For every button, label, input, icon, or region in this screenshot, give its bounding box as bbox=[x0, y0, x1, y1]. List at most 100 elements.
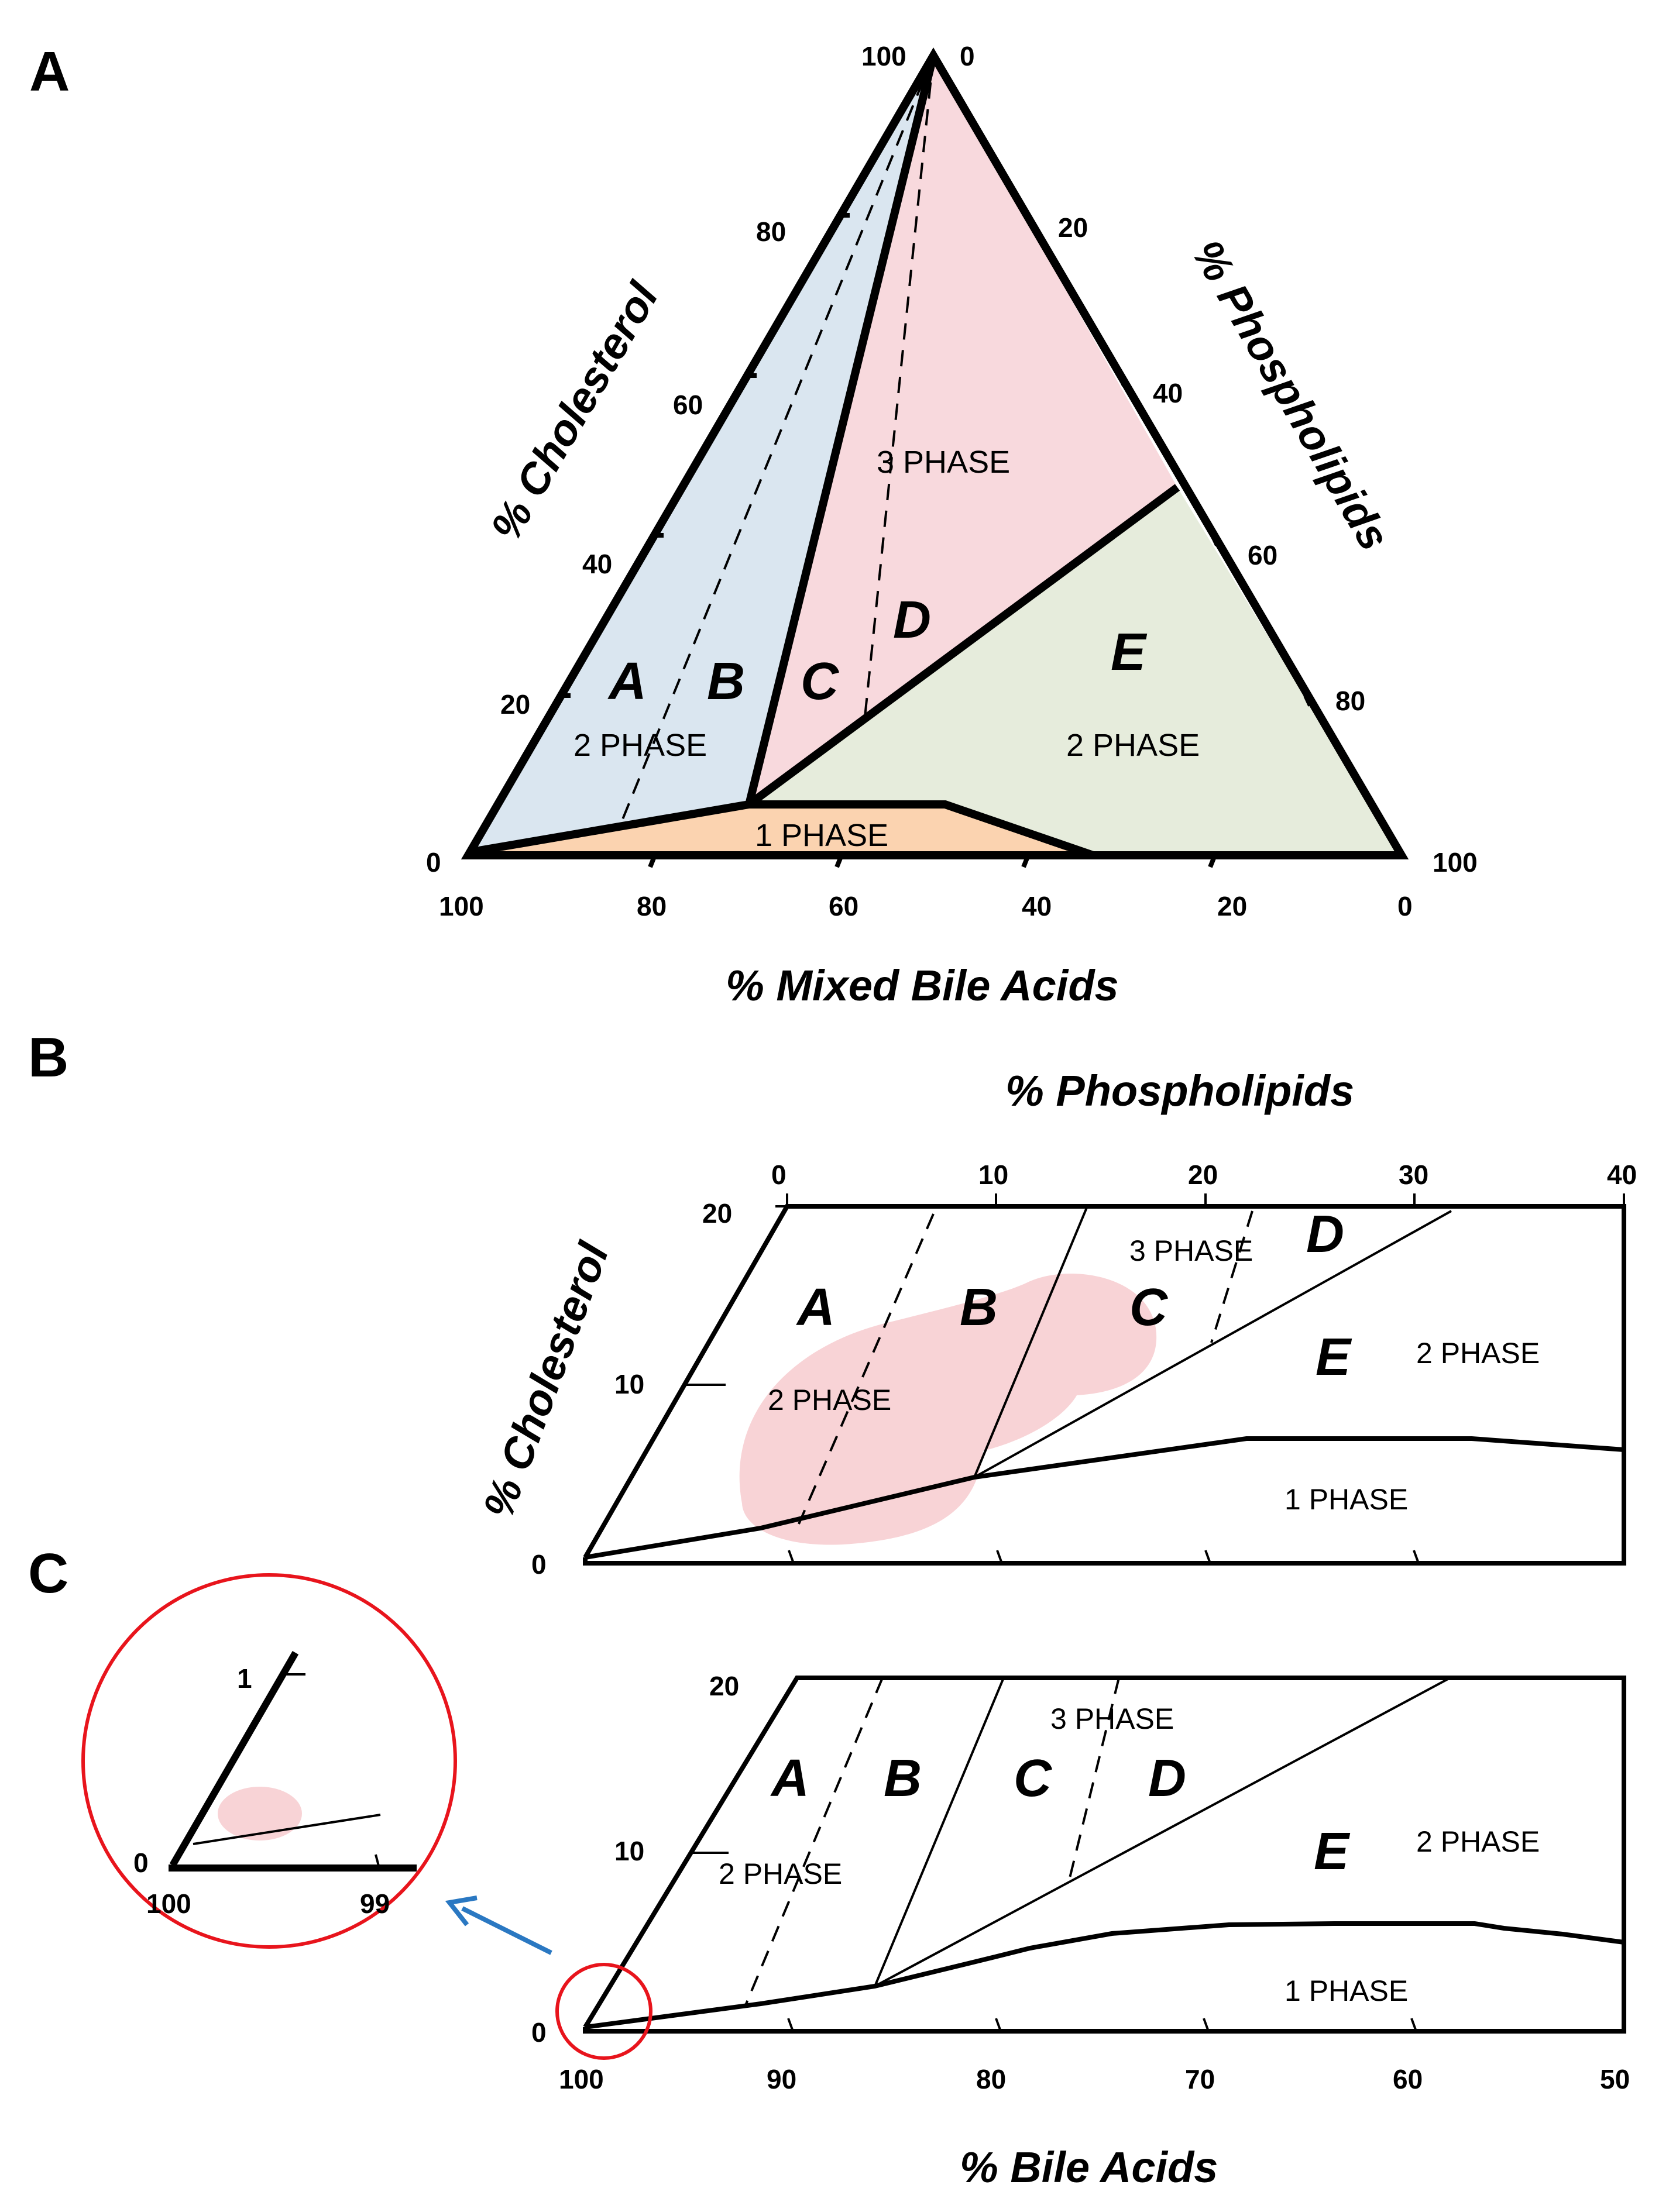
right-tick-label: 40 bbox=[1153, 378, 1183, 408]
top-axis-ticks bbox=[786, 1193, 1625, 1206]
tie-line-c-d bbox=[1210, 1210, 1253, 1343]
panel-b-frame bbox=[583, 1204, 1626, 1566]
region-label-a: A bbox=[770, 1749, 809, 1808]
top-vertex-label-cholesterol: 100 bbox=[861, 41, 906, 71]
inset-left-axis bbox=[169, 1650, 299, 1867]
bottom-tick-label: 80 bbox=[976, 2064, 1006, 2094]
left-tick-label: 80 bbox=[756, 216, 786, 247]
panel-c-frame bbox=[583, 1676, 1626, 2034]
bottom-tick-label: 50 bbox=[1600, 2064, 1630, 2094]
top-tick-label: 30 bbox=[1399, 1160, 1428, 1190]
one-phase-boundary bbox=[585, 1921, 1625, 2029]
left-axis-ticks bbox=[561, 213, 850, 698]
origin-zoom-circle bbox=[555, 1963, 652, 2060]
one-phase-boundary bbox=[474, 800, 1095, 859]
left-axis-title: % Cholesterol bbox=[481, 274, 668, 549]
phase-label-1: 1 PHASE bbox=[1285, 1974, 1408, 2007]
boundary-d-e bbox=[874, 1677, 1451, 1987]
ternary-triangle bbox=[461, 47, 1409, 859]
region-cd-fill bbox=[749, 56, 1177, 804]
bottom-tick-label: 20 bbox=[1217, 891, 1247, 921]
tie-line-a-b bbox=[744, 1677, 884, 2007]
phase-label-3: 3 PHASE bbox=[1050, 1702, 1174, 1735]
inset-tick-99 bbox=[375, 1854, 380, 1869]
right-tick-label: 20 bbox=[1058, 212, 1088, 243]
region-label-e: E bbox=[1111, 623, 1148, 682]
bottom-tick-label: 60 bbox=[1393, 2064, 1423, 2094]
panel-c: C 20 10 0 100 90 80 70 60 50 % Bile Acid… bbox=[28, 1542, 1630, 2192]
panel-c-letter: C bbox=[28, 1542, 68, 1605]
bottom-tick-label: 80 bbox=[637, 891, 667, 921]
region-label-a: A bbox=[796, 1278, 835, 1337]
phase-label-2-right: 2 PHASE bbox=[1416, 1825, 1540, 1858]
region-label-d: D bbox=[1306, 1205, 1344, 1264]
region-label-e: E bbox=[1314, 1822, 1351, 1881]
inset-tick-label-100: 100 bbox=[146, 1888, 191, 1919]
tie-line-a-b bbox=[618, 55, 935, 828]
left-axis-title: % Cholesterol bbox=[473, 1236, 618, 1524]
bottom-tick-label: 40 bbox=[1022, 891, 1052, 921]
top-tick-label: 40 bbox=[1607, 1160, 1637, 1190]
region-label-c: C bbox=[1129, 1278, 1169, 1337]
panel-a: A bbox=[29, 40, 1478, 1010]
phase-label-2-left: 2 PHASE bbox=[573, 728, 707, 763]
phase-label-3: 3 PHASE bbox=[1129, 1234, 1253, 1267]
panel-a-letter: A bbox=[29, 40, 70, 103]
left-tick-label: 20 bbox=[702, 1198, 732, 1229]
region-label-e: E bbox=[1316, 1328, 1352, 1387]
zoom-arrow-head bbox=[445, 1895, 478, 1927]
tie-line-a-b bbox=[798, 1213, 935, 1525]
left-tick-label: 20 bbox=[500, 689, 530, 720]
left-tick-label: 60 bbox=[673, 390, 703, 420]
boundary-b-c bbox=[745, 54, 937, 806]
boundary-b-c bbox=[874, 1677, 1005, 1987]
top-axis-title: % Phospholipids bbox=[1005, 1067, 1354, 1115]
panel-b-letter: B bbox=[28, 1026, 68, 1089]
phase-label-2-right: 2 PHASE bbox=[1066, 728, 1200, 763]
left-tick-label: 0 bbox=[531, 2017, 547, 2048]
left-tick-label: 20 bbox=[709, 1671, 739, 1701]
inset-highlight bbox=[218, 1787, 302, 1841]
right-tick-label: 80 bbox=[1335, 686, 1365, 716]
left-tick-label: 10 bbox=[614, 1836, 644, 1866]
bottom-tick-label: 100 bbox=[439, 891, 484, 921]
right-axis-ticks bbox=[1024, 214, 1313, 707]
inset-tick-label-0: 0 bbox=[133, 1848, 149, 1878]
zoom-arrow bbox=[461, 1906, 552, 1955]
inset-tick-label-1: 1 bbox=[237, 1663, 252, 1694]
origin-inset: 1 0 100 99 bbox=[81, 1573, 457, 1949]
right-axis-title: % Phospholipids bbox=[1183, 232, 1399, 559]
phase-label-2-right: 2 PHASE bbox=[1416, 1337, 1540, 1370]
bottom-tick-label: 0 bbox=[1397, 891, 1413, 921]
bottom-axis-title: % Bile Acids bbox=[960, 2143, 1218, 2192]
region-label-d: D bbox=[893, 591, 931, 649]
phase-label-1: 1 PHASE bbox=[1285, 1483, 1408, 1516]
tie-line-c-d bbox=[864, 55, 935, 717]
phase-label-2-left: 2 PHASE bbox=[719, 1857, 842, 1890]
region-label-b: B bbox=[707, 652, 745, 711]
inset-tick-label-99: 99 bbox=[360, 1888, 390, 1919]
inset-boundary-line bbox=[193, 1814, 381, 1845]
top-vertex-label-phospholipid: 0 bbox=[960, 41, 975, 71]
right-tick-label: 100 bbox=[1433, 847, 1478, 878]
bottom-axis-title: % Mixed Bile Acids bbox=[726, 961, 1119, 1010]
region-label-b: B bbox=[960, 1278, 998, 1337]
top-tick-label: 20 bbox=[1188, 1160, 1218, 1190]
left-axis-ticks bbox=[686, 1205, 787, 1386]
region-e-fill bbox=[749, 487, 1402, 855]
gallstone-highlight bbox=[739, 1273, 1157, 1545]
region-one-phase-fill bbox=[468, 804, 1093, 855]
region-label-b: B bbox=[884, 1749, 922, 1808]
phase-label-2-left: 2 PHASE bbox=[768, 1384, 891, 1416]
bottom-tick-label: 60 bbox=[829, 891, 858, 921]
bottom-tick-label: 90 bbox=[767, 2064, 796, 2094]
region-label-d: D bbox=[1148, 1749, 1186, 1808]
right-tick-label: 60 bbox=[1248, 540, 1277, 570]
region-label-c: C bbox=[801, 652, 840, 711]
one-phase-boundary bbox=[585, 1436, 1625, 1560]
bottom-axis-ticks bbox=[788, 1550, 1420, 1564]
top-tick-label: 10 bbox=[978, 1160, 1008, 1190]
left-tick-label: 40 bbox=[582, 549, 612, 579]
tie-line-c-d bbox=[1069, 1677, 1120, 1879]
